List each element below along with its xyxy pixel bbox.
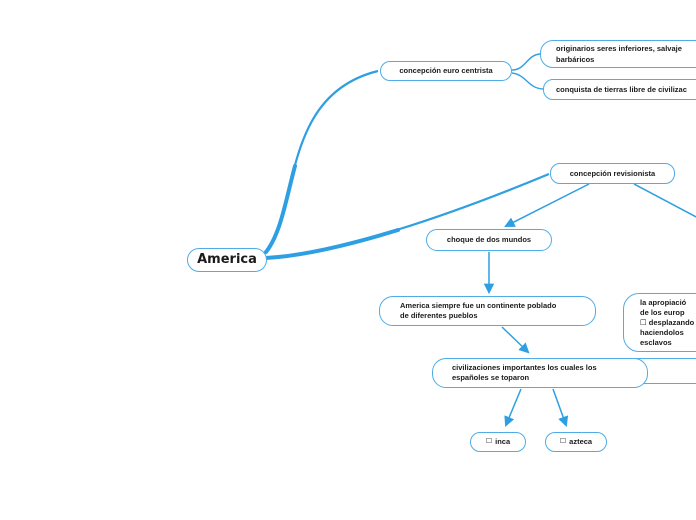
arrow-revisionista-to-offscreen [633, 183, 696, 218]
node-inca-label: inca [495, 437, 511, 446]
node-america-label: America [197, 252, 257, 267]
node-choque-de-dos-mundos[interactable]: choque de dos mundos [426, 229, 552, 251]
node-revisionista-label: concepción revisionista [569, 168, 656, 178]
branch-euro-to-originarios [511, 53, 542, 71]
branch-america-to-revisionista-thick [264, 228, 400, 260]
node-azteca[interactable]: ☐ azteca [545, 432, 607, 452]
arrow-civilizaciones-to-inca [504, 388, 522, 427]
node-conquista-label: conquista de tierras libre de civilizac [556, 84, 687, 94]
branch-euro-to-conquista [511, 72, 545, 90]
branch-america-to-euro-centrista [265, 69, 379, 253]
node-civilizaciones-importantes[interactable]: civilizaciones importantes los cuales lo… [432, 358, 648, 388]
node-la-apropiacion[interactable]: la apropiació de los europ ☐ desplazando… [623, 293, 696, 352]
node-america[interactable]: America [187, 248, 267, 272]
node-originarios-label: originarios seres inferiores, salvaje ba… [556, 44, 682, 64]
branch-america-to-euro-centrista-thick [264, 164, 297, 254]
empty-checkbox-glyph: ☐ [485, 438, 493, 445]
arrow-revisionista-to-choque [504, 183, 590, 227]
node-choque-label: choque de dos mundos [446, 235, 532, 244]
node-america-siempre-continente-poblado[interactable]: America siempre fue un continente poblad… [379, 296, 596, 326]
node-concepcion-euro-centrista[interactable]: concepción euro centrista [380, 61, 512, 81]
node-concepcion-revisionista[interactable]: concepción revisionista [550, 163, 675, 184]
arrow-civilizaciones-to-azteca [552, 388, 569, 427]
node-civilizaciones-label: civilizaciones importantes los cuales lo… [452, 363, 597, 382]
empty-checkbox-glyph: ☐ [559, 438, 567, 445]
node-inca[interactable]: ☐ inca [470, 432, 526, 452]
node-euro-label: concepción euro centrista [399, 66, 493, 75]
node-originarios-seres-inferiores[interactable]: originarios seres inferiores, salvaje ba… [540, 40, 696, 68]
node-apropiacion-label: la apropiació de los europ ☐ desplazando… [640, 297, 695, 347]
node-america-siempre-label: America siempre fue un continente poblad… [400, 301, 557, 320]
node-azteca-label: azteca [569, 437, 593, 446]
node-conquista-de-tierras[interactable]: conquista de tierras libre de civilizac [543, 79, 696, 100]
arrow-america-siempre-to-civilizaciones [501, 326, 530, 354]
